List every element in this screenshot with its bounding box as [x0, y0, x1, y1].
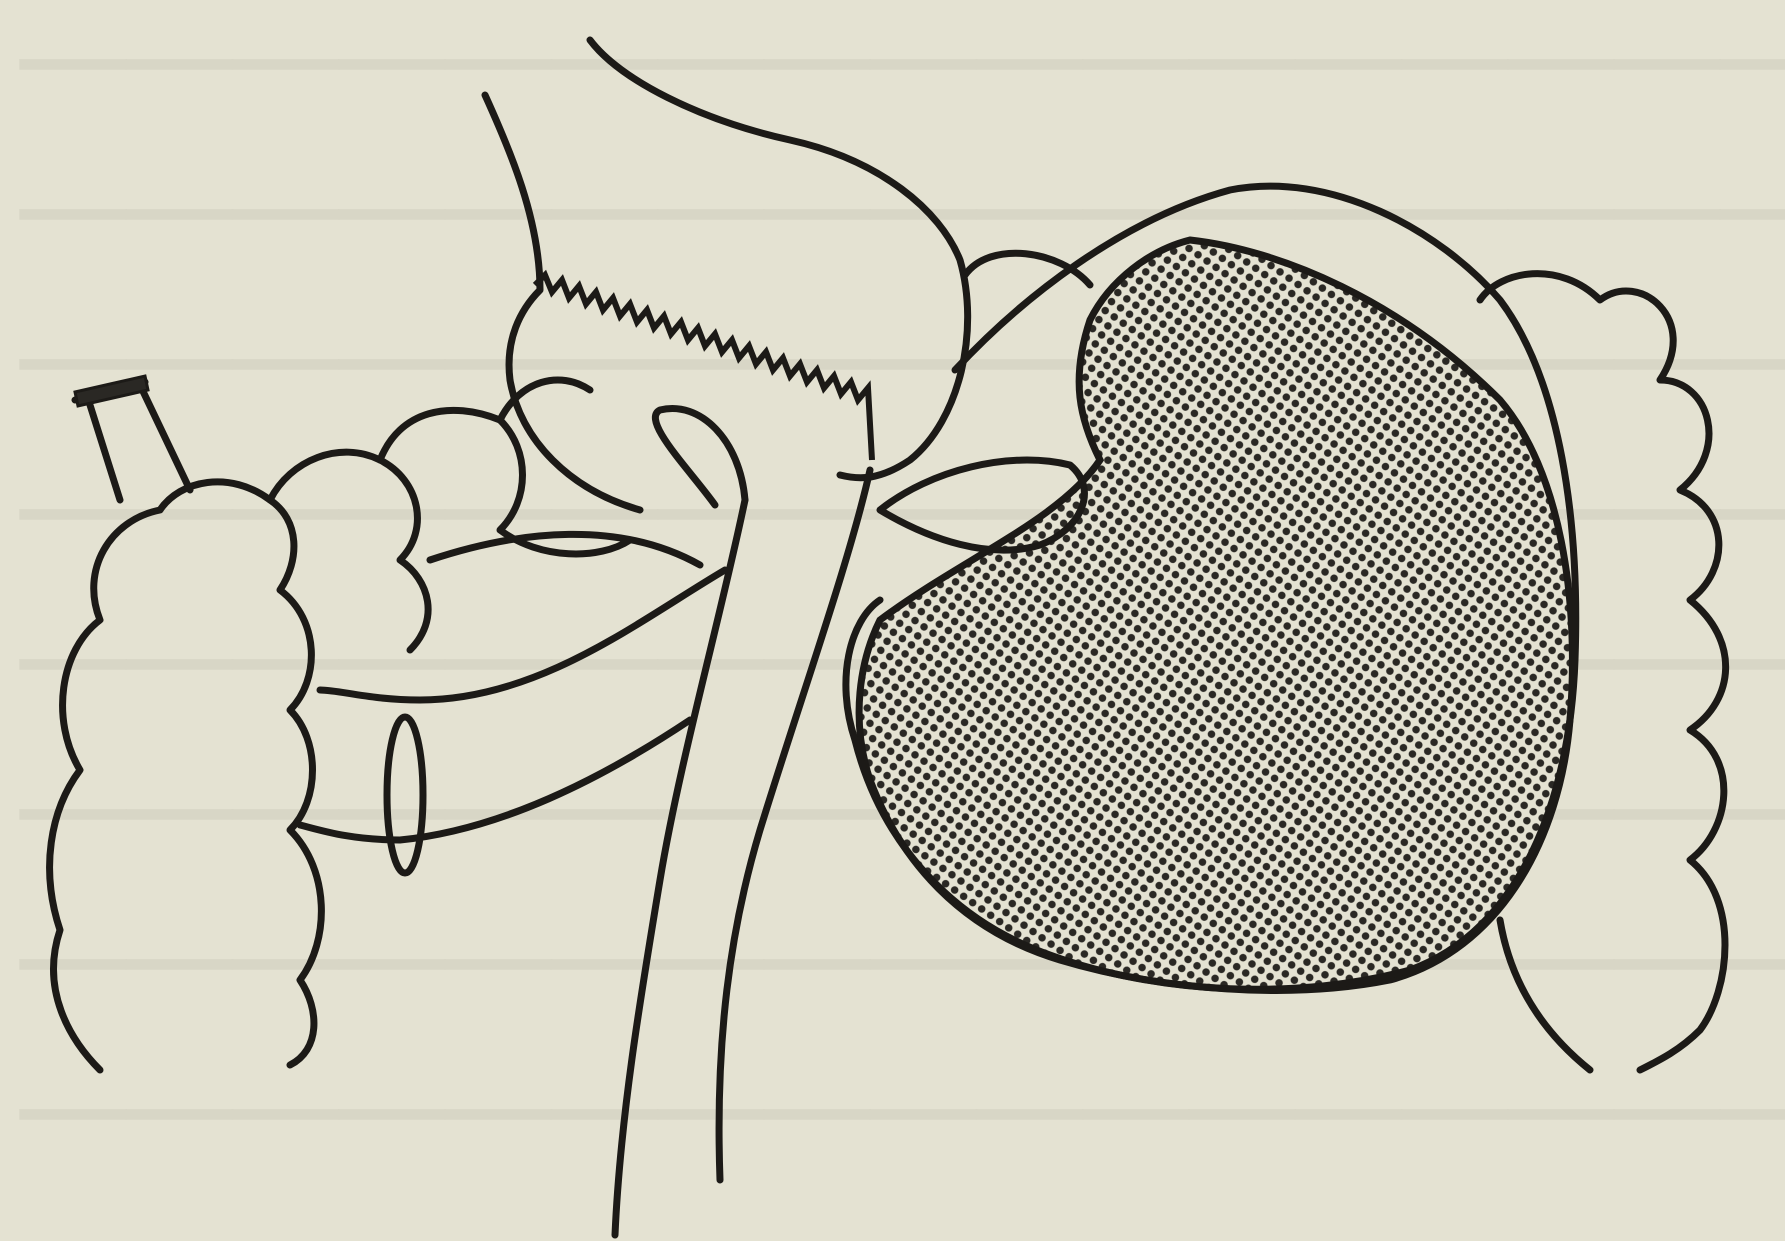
svg-text:────────────────────: ──────────────────── — [19, 874, 1785, 1042]
svg-text:────────────────────: ──────────────────── — [19, 0, 1785, 142]
svg-text:────────────────────: ──────────────────── — [19, 274, 1785, 442]
svg-text:────────────────────: ──────────────────── — [19, 1024, 1785, 1192]
svg-text:────────────────────: ──────────────────── — [19, 124, 1785, 292]
